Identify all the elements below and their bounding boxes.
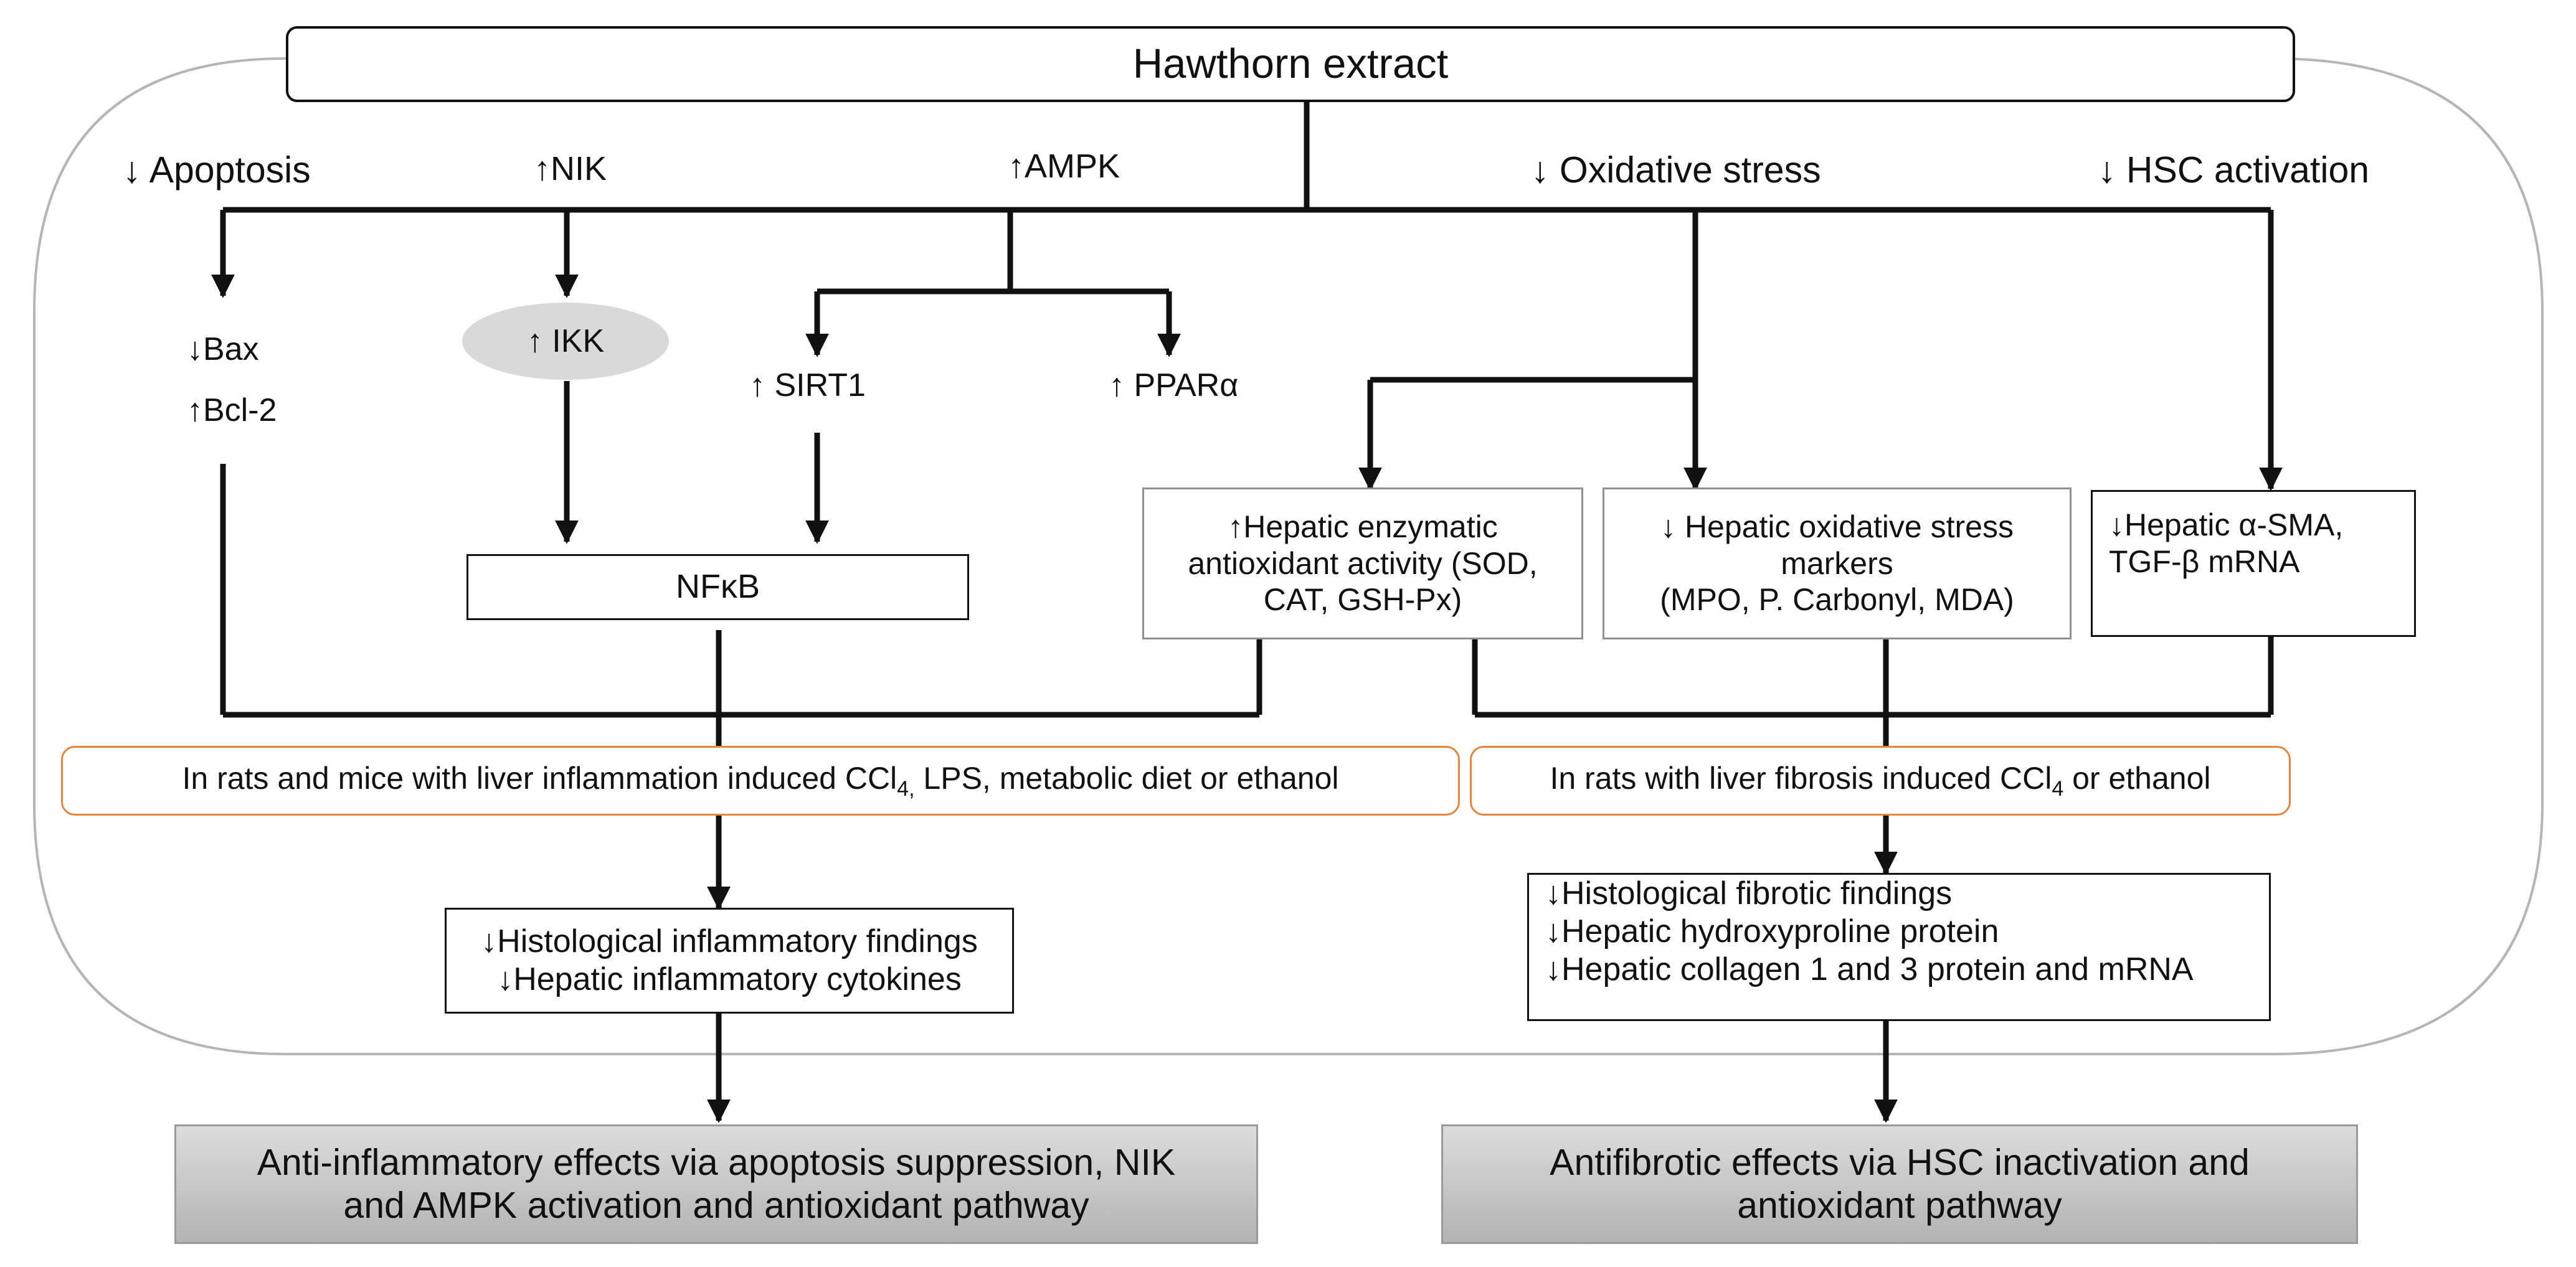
apoptosis-label: ↓ Apoptosis xyxy=(123,149,311,191)
hsc-activation-label: ↓ HSC activation xyxy=(2098,149,2370,191)
nfkb-label: NFκB xyxy=(676,568,760,606)
fibrosis-model-box: In rats with liver fibrosis induced CCl4… xyxy=(1470,746,2291,816)
asma-tgfb-label: ↓Hepatic α-SMA, TGF-β mRNA xyxy=(2109,507,2344,579)
anti-inflammatory-outcome-box: Anti-inflammatory effects via apoptosis … xyxy=(174,1124,1258,1244)
inflammation-model-label: In rats and mice with liver inflammation… xyxy=(182,760,1339,801)
asma-tgfb-box: ↓Hepatic α-SMA, TGF-β mRNA xyxy=(2091,490,2416,637)
enzymatic-antioxidant-label: ↑Hepatic enzymatic antioxidant activity … xyxy=(1188,509,1538,618)
anti-inflammatory-outcome-label: Anti-inflammatory effects via apoptosis … xyxy=(257,1141,1176,1226)
oxidative-markers-box: ↓ Hepatic oxidative stress markers (MPO,… xyxy=(1603,487,2072,639)
fibrotic-finding-1: ↓Histological fibrotic findings xyxy=(1545,875,1953,911)
outer-frame xyxy=(33,57,2544,1055)
inflammatory-finding-1: ↓Histological inflammatory findings xyxy=(481,923,978,960)
ppar-alpha-label: ↑ PPARα xyxy=(1109,367,1239,403)
ikk-label: ↑ IKK xyxy=(526,323,605,359)
bax-label: ↓Bax xyxy=(187,331,259,367)
sirt1-label: ↑ SIRT1 xyxy=(749,367,866,403)
oxidative-stress-label: ↓ Oxidative stress xyxy=(1531,149,1821,191)
bcl2-label: ↑Bcl-2 xyxy=(187,392,277,428)
fibrotic-finding-3: ↓Hepatic collagen 1 and 3 protein and mR… xyxy=(1545,951,2194,987)
fibrotic-finding-2: ↓Hepatic hydroxyproline protein xyxy=(1545,913,1999,949)
ikk-node: ↑ IKK xyxy=(462,303,669,380)
hawthorn-extract-box: Hawthorn extract xyxy=(286,26,2295,102)
inflammation-model-box: In rats and mice with liver inflammation… xyxy=(61,746,1460,816)
antifibrotic-outcome-box: Antifibrotic effects via HSC inactivatio… xyxy=(1441,1124,2358,1244)
inflammatory-finding-2: ↓Hepatic inflammatory cytokines xyxy=(497,961,962,997)
fibrosis-model-label: In rats with liver fibrosis induced CCl4… xyxy=(1550,760,2211,801)
nik-label: ↑NIK xyxy=(534,150,607,187)
hawthorn-extract-label: Hawthorn extract xyxy=(1132,40,1449,87)
nfkb-box: NFκB xyxy=(466,554,969,620)
oxidative-markers-label: ↓ Hepatic oxidative stress markers (MPO,… xyxy=(1660,509,2014,618)
ampk-label: ↑AMPK xyxy=(1008,148,1120,185)
inflammatory-findings-box: ↓Histological inflammatory findings ↓Hep… xyxy=(445,908,1014,1014)
fibrotic-findings-box: ↓Histological fibrotic findings ↓Hepatic… xyxy=(1527,873,2271,1021)
ikk-ellipse xyxy=(462,303,669,380)
antifibrotic-outcome-label: Antifibrotic effects via HSC inactivatio… xyxy=(1550,1141,2250,1226)
enzymatic-antioxidant-box: ↑Hepatic enzymatic antioxidant activity … xyxy=(1142,487,1583,639)
